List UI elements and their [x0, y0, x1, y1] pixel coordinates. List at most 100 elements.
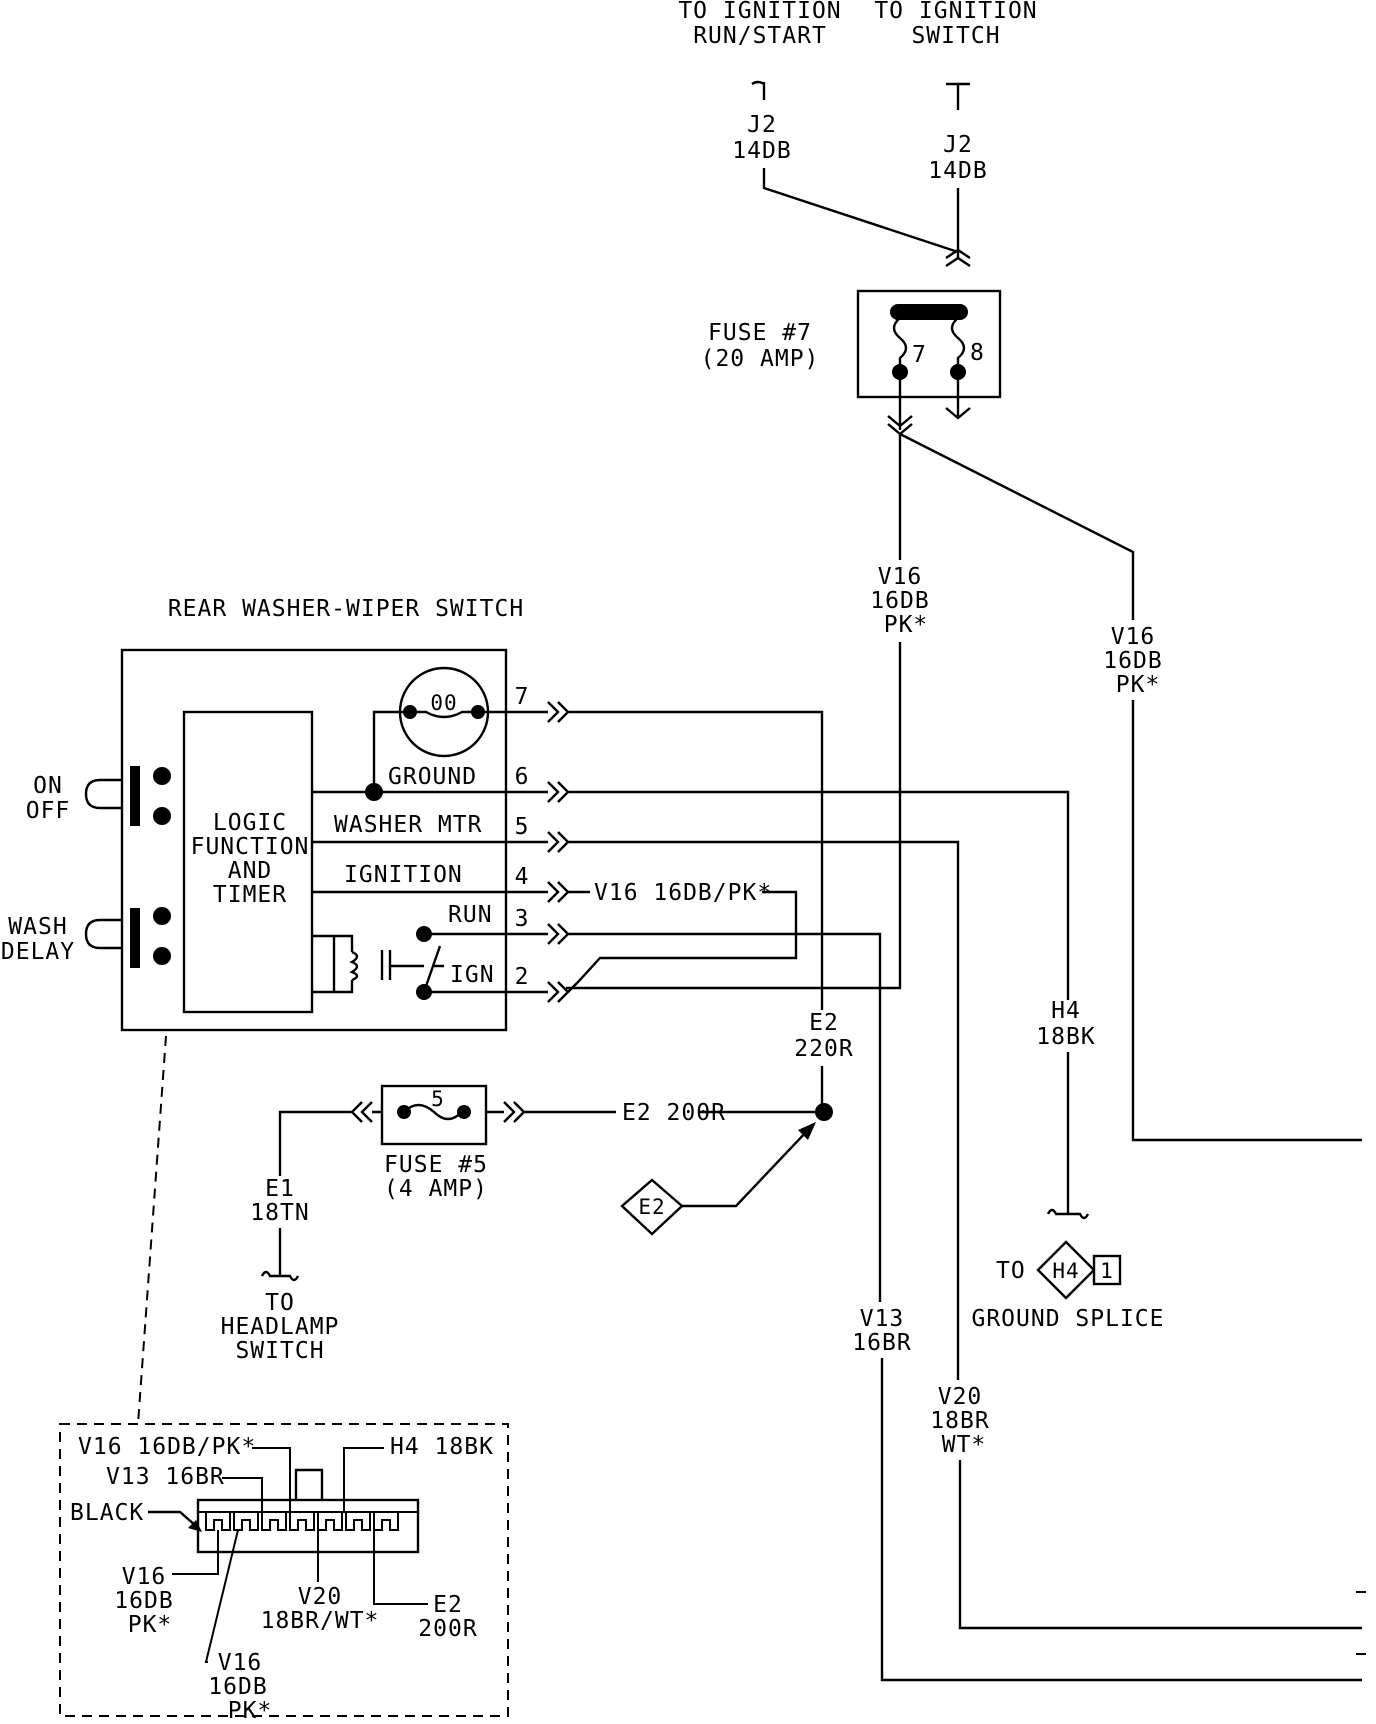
- pin6-wire: [568, 790, 1070, 1000]
- ign-switch-label: TO IGNITION SWITCH: [874, 0, 1037, 49]
- cv-v13-label: V13 16BR: [106, 1464, 225, 1490]
- svg-text:H4: H4: [1051, 998, 1081, 1024]
- switch-title: REAR WASHER-WIPER SWITCH: [168, 596, 524, 622]
- fuse5-left-connector: [350, 1101, 373, 1123]
- h4-pin-box: [1092, 1254, 1122, 1286]
- cv-v16-left-label: V16 16DB PK*: [114, 1564, 172, 1638]
- fuse7-pin-8: 8: [970, 340, 985, 366]
- ign-run-start-label: TO IGNITION RUN/START: [678, 0, 840, 49]
- svg-text:TO: TO: [265, 1290, 295, 1316]
- svg-text:16DB: 16DB: [208, 1674, 267, 1700]
- svg-text:AND: AND: [228, 858, 273, 884]
- e2-200r-label: E2 200R: [622, 1100, 726, 1126]
- switch-pin-numbers: 7 6 5 4 3 2: [515, 684, 530, 990]
- fuse7-element-7: [892, 317, 908, 372]
- svg-text:16BR: 16BR: [852, 1330, 911, 1356]
- fuse7-element-8: [950, 317, 966, 372]
- svg-text:18BK: 18BK: [1036, 1024, 1095, 1050]
- svg-text:TIMER: TIMER: [213, 882, 287, 908]
- h4-pin-number: 1: [1100, 1259, 1114, 1283]
- svg-text:V16: V16: [1111, 624, 1156, 650]
- cv-h4-leader: [343, 1447, 384, 1512]
- fuse7-label: FUSE #7 (20 AMP): [701, 320, 820, 372]
- svg-text:(20 AMP): (20 AMP): [701, 346, 820, 372]
- fuse5-label: FUSE #5 (4 AMP): [384, 1152, 488, 1202]
- cv-black-label: BLACK: [70, 1500, 144, 1526]
- svg-text:3: 3: [515, 906, 530, 932]
- v16-b-wire: [899, 432, 1135, 620]
- v13-wire-lower: [880, 1358, 1362, 1682]
- svg-text:ON: ON: [33, 773, 63, 799]
- svg-text:SWITCH: SWITCH: [235, 1338, 324, 1364]
- on-off-actuator[interactable]: [130, 766, 140, 826]
- ign-label: IGN: [450, 962, 495, 988]
- headlamp-switch-label: TO HEADLAMP SWITCH: [221, 1290, 339, 1364]
- e1-terminal: [260, 1270, 300, 1282]
- pin5-wire: [568, 840, 960, 1380]
- connector-cavities: [205, 1512, 399, 1531]
- v16-a-label: V16 16DB PK*: [870, 564, 929, 638]
- on-off-knob-icon[interactable]: [84, 778, 122, 810]
- motor-symbol-text: 00: [430, 691, 457, 715]
- motor-winding: [414, 710, 474, 719]
- v16-pin4-label: V16 16DB/PK*: [594, 880, 772, 906]
- svg-text:16DB: 16DB: [870, 588, 929, 614]
- svg-text:DELAY: DELAY: [1, 939, 75, 965]
- fuse7-pin-7: 7: [912, 342, 927, 368]
- fuse5-terminal-left: [397, 1105, 411, 1119]
- h4-18bk-label: H4 18BK: [1036, 998, 1095, 1050]
- h4-diamond-tag: [1036, 1240, 1096, 1300]
- cv-v16-top-leader: [252, 1447, 291, 1512]
- svg-text:4: 4: [515, 864, 530, 890]
- svg-text:TO IGNITION: TO IGNITION: [874, 0, 1037, 24]
- svg-text:14DB: 14DB: [928, 158, 987, 184]
- fuse5-terminal-right: [457, 1105, 471, 1119]
- e2-tag-text: E2: [638, 1195, 665, 1219]
- svg-text:E1: E1: [265, 1176, 295, 1202]
- svg-text:WASH: WASH: [8, 914, 67, 940]
- relay-coil-icon: [349, 950, 359, 982]
- run-label: RUN: [448, 902, 493, 928]
- svg-text:PK*: PK*: [228, 1698, 273, 1724]
- cv-e2-leader: [373, 1530, 428, 1605]
- svg-text:(4 AMP): (4 AMP): [384, 1176, 488, 1202]
- svg-text:6: 6: [515, 764, 530, 790]
- cv-v20-label: V20 18BR/WT*: [261, 1584, 379, 1634]
- fuse5-element: [403, 1103, 463, 1121]
- svg-text:5: 5: [515, 814, 530, 840]
- svg-text:220R: 220R: [794, 1036, 853, 1062]
- connector-latch: [294, 1468, 324, 1500]
- e2-tag-arrowhead: [798, 1122, 816, 1140]
- svg-text:V16: V16: [218, 1650, 263, 1676]
- v16-b-wire-lower: [1131, 700, 1362, 1142]
- motor-to-ground-wire: [372, 710, 410, 792]
- svg-text:SWITCH: SWITCH: [911, 23, 1000, 49]
- fuse5-right-connector: [503, 1101, 526, 1123]
- svg-text:PK*: PK*: [1116, 672, 1161, 698]
- j2-left-wire: [762, 168, 959, 254]
- pin3-wire: [568, 932, 882, 1302]
- e2-220r-label: E2 220R: [794, 1010, 853, 1062]
- svg-text:2: 2: [515, 964, 530, 990]
- to-label: TO: [996, 1258, 1026, 1284]
- cv-v16-bottom-leader: [204, 1529, 239, 1663]
- wash-delay-knob-icon[interactable]: [84, 918, 122, 950]
- v13-16br-label: V13 16BR: [852, 1306, 911, 1356]
- ignition-label: IGNITION: [344, 862, 463, 888]
- v20-wire-lower: [958, 1460, 1362, 1630]
- switch-connector-chevrons: [547, 701, 570, 1003]
- cv-v16-top-label: V16 16DB/PK*: [78, 1434, 256, 1460]
- fuse5-pin: 5: [431, 1087, 445, 1111]
- j2-left-terminal: [751, 80, 766, 100]
- svg-text:16DB: 16DB: [1103, 648, 1162, 674]
- on-off-contact-1: [153, 767, 171, 785]
- svg-text:18BR: 18BR: [930, 1408, 989, 1434]
- e2-tag-leader: [682, 1129, 809, 1208]
- logic-function-box: [182, 710, 314, 1014]
- j2-right-terminal: [946, 82, 970, 110]
- cv-e2-label: E2 200R: [418, 1592, 476, 1642]
- svg-text:V20: V20: [938, 1384, 983, 1410]
- wash-delay-actuator[interactable]: [130, 908, 140, 968]
- cv-black-arrow: [148, 1510, 197, 1527]
